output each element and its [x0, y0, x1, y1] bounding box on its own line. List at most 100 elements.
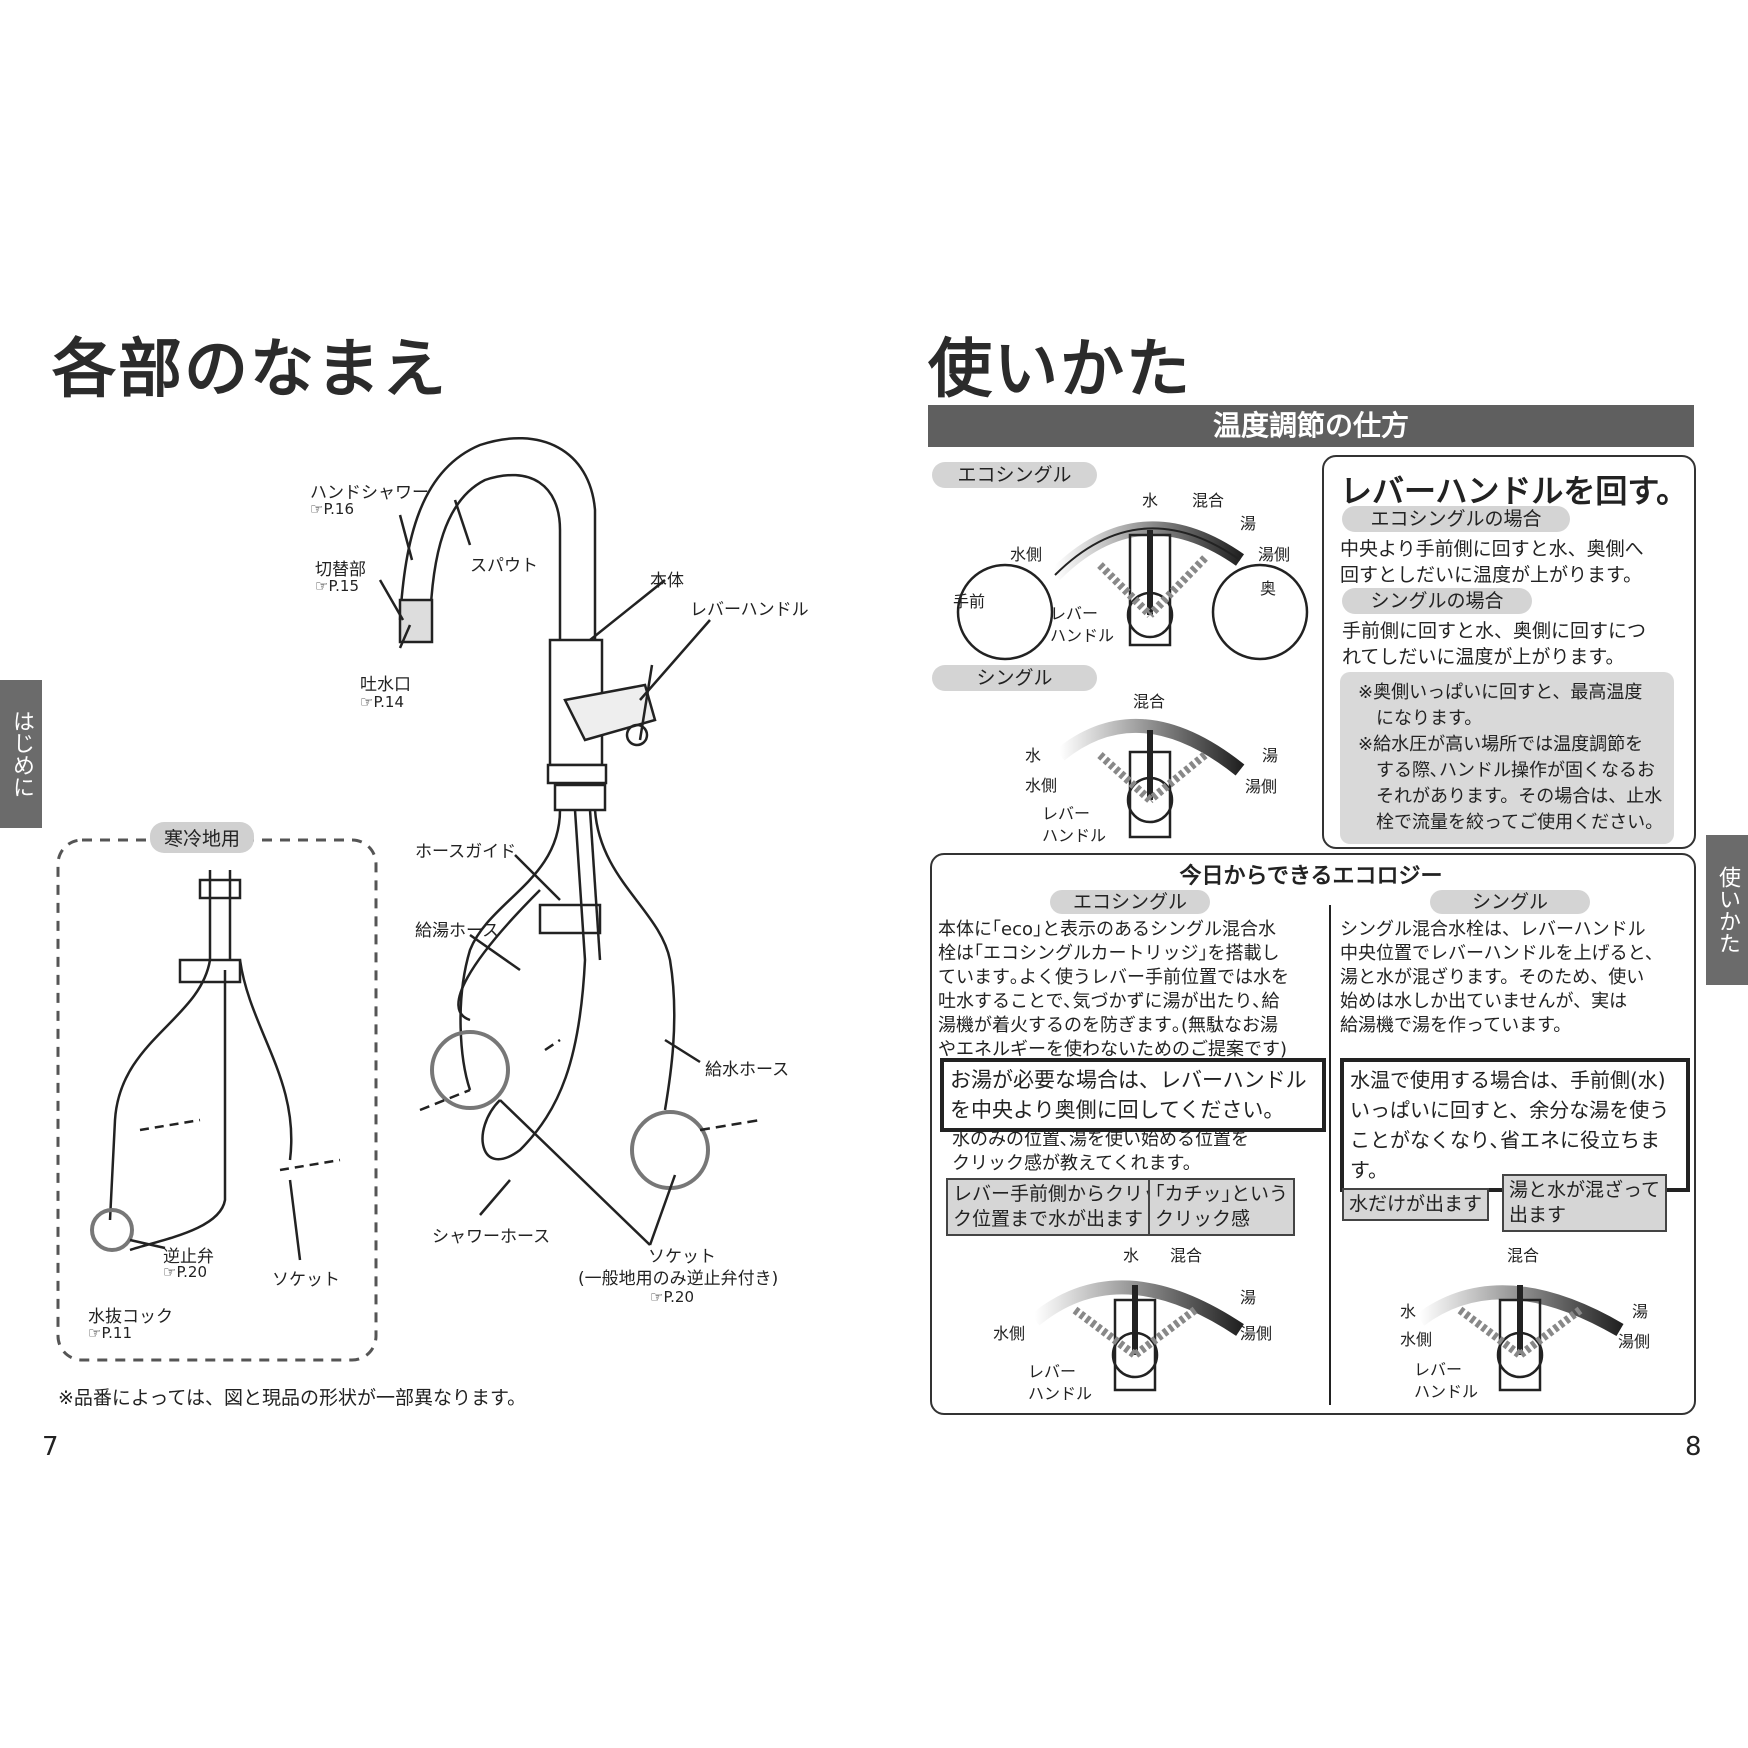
ref-drain-cock[interactable]: ☞P.11 — [88, 1324, 133, 1342]
pill-single-case: シングルの場合 — [1342, 588, 1532, 614]
single-bold-1: 水温で使用する場合は、手前側(水) — [1350, 1068, 1666, 1092]
label-socket: ソケット — [648, 1247, 716, 1267]
d3-lever: レバー — [1028, 1362, 1077, 1381]
lever-notes: ※奥側いっぱいに回すと、最高温度 になります。 ※給水圧が高い場所では温度調節を… — [1340, 672, 1674, 844]
eco-click-1: 水のみの位置､湯を使い始める位置を — [952, 1129, 1249, 1150]
d4-mix: 混合 — [1507, 1246, 1540, 1265]
eco-case-line-2: 回すとしだいに温度が上がります。 — [1340, 564, 1643, 586]
single-text-1: シングル混合水栓は、レバーハンドル — [1340, 919, 1646, 940]
d3-handle: ハンドル — [1028, 1384, 1093, 1403]
eco-d-handle: ハンドル — [1050, 626, 1115, 645]
section-bar-temperature: 温度調節の仕方 — [928, 405, 1694, 447]
note-line-2: になります。 — [1358, 708, 1483, 729]
single-case-line-2: れてしだいに温度が上がります。 — [1342, 646, 1625, 668]
eco-click-2: クリック感が教えてくれます。 — [952, 1153, 1201, 1174]
ecology-pill-single: シングル — [1430, 890, 1590, 914]
callout2-line-1: ｢カチッ｣という — [1155, 1183, 1289, 1205]
callout-water-only: 水だけが出ます — [1342, 1188, 1490, 1221]
callout2-line-2: クリック感 — [1155, 1208, 1251, 1230]
eco-d-front: 手前 — [953, 592, 986, 611]
eco-case-line-1: 中央より手前側に回すと水、奥側へ — [1340, 538, 1644, 560]
label-socket-cold: ソケット — [272, 1270, 340, 1290]
label-switch: 切替部 — [315, 560, 366, 580]
label-drain-cock: 水抜コック — [88, 1307, 173, 1327]
note-line-1: ※奥側いっぱいに回すと、最高温度 — [1358, 682, 1643, 703]
ecology-box — [930, 853, 1696, 1415]
eco-d-lever: レバー — [1050, 604, 1099, 623]
eco-text-6: やエネルギーを使わないためのご提案です) — [938, 1039, 1288, 1060]
callout-mixed: 湯と水が混ざって 出ます — [1502, 1174, 1668, 1232]
callout4-line-2: 出ます — [1509, 1204, 1567, 1226]
single-d-mix: 混合 — [1133, 692, 1166, 711]
eco-d-water: 水 — [1142, 491, 1159, 510]
note-line-3: ※給水圧が高い場所では温度調節を — [1358, 734, 1644, 755]
eco-bold-2: を中央より奥側に回してください。 — [950, 1098, 1285, 1122]
ref-hand-shower[interactable]: ☞P.16 — [310, 500, 355, 518]
lever-heading: レバーハンドルを回す。 — [1340, 472, 1689, 510]
side-tab-intro[interactable]: はじめに — [0, 680, 42, 828]
single-bold-2: いっぱいに回すと、余分な湯を使う — [1350, 1098, 1670, 1122]
note-line-4: する際､ハンドル操作が固くなるお — [1358, 760, 1655, 781]
ecology-single-text: シングル混合水栓は、レバーハンドル 中央位置でレバーハンドルを上げると、 湯と水… — [1340, 918, 1663, 1038]
lever-instructions-box — [1322, 455, 1696, 849]
ref-switch[interactable]: ☞P.15 — [315, 577, 360, 595]
eco-important-box: お湯が必要な場合は、レバーハンドル を中央より奥側に回してください。 — [940, 1058, 1326, 1132]
d4-hot-side: 湯側 — [1618, 1332, 1651, 1351]
eco-d-hot-side: 湯側 — [1258, 545, 1291, 564]
ref-outlet[interactable]: ☞P.14 — [360, 693, 405, 711]
label-outlet: 吐水口 — [360, 675, 411, 695]
single-text-5: 給湯機で湯を作っています。 — [1340, 1015, 1572, 1036]
ecology-eco-text: 本体に｢eco｣と表示のあるシングル混合水 栓は｢エコシングルカートリッジ｣を搭… — [938, 918, 1289, 1062]
ref-socket[interactable]: ☞P.20 — [650, 1288, 695, 1306]
cold-region-pill: 寒冷地用 — [150, 822, 255, 853]
label-socket-note: (一般地用のみ逆止弁付き) — [578, 1269, 779, 1289]
d3-water-side: 水側 — [993, 1324, 1026, 1343]
callout4-line-1: 湯と水が混ざって — [1509, 1179, 1661, 1201]
d4-lever: レバー — [1414, 1360, 1463, 1379]
label-spout: スパウト — [470, 556, 538, 576]
d4-hot: 湯 — [1632, 1302, 1649, 1321]
pill-eco-case: エコシングルの場合 — [1342, 506, 1570, 532]
pill-eco-single: エコシングル — [932, 462, 1097, 488]
label-hose-guide: ホースガイド — [415, 842, 517, 862]
ref-check-valve[interactable]: ☞P.20 — [163, 1263, 208, 1281]
d3-hot: 湯 — [1240, 1288, 1257, 1307]
footnote-left: ※品番によっては、図と現品の形状が一部異なります。 — [58, 1387, 527, 1409]
eco-text-4: 吐水することで､気づかずに湯が出たり､給 — [938, 991, 1280, 1012]
label-shower-hose: シャワーホース — [432, 1227, 551, 1247]
eco-text-5: 湯機が着火するのを防ぎます｡(無駄なお湯 — [938, 1015, 1279, 1036]
note-line-5: それがあります。その場合は、止水 — [1358, 786, 1663, 807]
single-d-hot-side: 湯側 — [1245, 777, 1278, 796]
ecology-pill-eco: エコシングル — [1050, 890, 1210, 914]
d4-water: 水 — [1400, 1302, 1417, 1321]
single-text-2: 中央位置でレバーハンドルを上げると、 — [1340, 943, 1663, 964]
d3-mix: 混合 — [1170, 1246, 1203, 1265]
label-hot-hose: 給湯ホース — [415, 921, 500, 941]
eco-text-2: 栓は｢エコシングルカートリッジ｣を搭載し — [938, 943, 1280, 964]
page-title-left: 各部のなまえ — [52, 333, 448, 407]
eco-d-back: 奥 — [1260, 579, 1277, 598]
eco-d-water-side: 水側 — [1010, 545, 1043, 564]
single-bold-3: ことがなくなり､省エネに役立ちます。 — [1350, 1128, 1660, 1182]
single-case-line-1: 手前側に回すと水、奥側に回すにつ — [1342, 620, 1647, 642]
callout-water-to-click: レバー手前側からクリッ ク位置まで水が出ます — [946, 1178, 1170, 1236]
single-d-handle: ハンドル — [1042, 826, 1107, 845]
eco-bold-1: お湯が必要な場合は、レバーハンドル — [950, 1068, 1307, 1092]
side-tab-usage[interactable]: 使いかた — [1706, 835, 1748, 985]
d3-water: 水 — [1123, 1246, 1140, 1265]
d4-handle: ハンドル — [1414, 1382, 1479, 1401]
page-number-left: 7 — [42, 1432, 59, 1462]
page-title-right: 使いかた — [928, 333, 1192, 407]
eco-d-mix: 混合 — [1192, 491, 1225, 510]
label-body: 本体 — [650, 571, 684, 591]
single-d-lever: レバー — [1042, 804, 1091, 823]
label-check-valve: 逆止弁 — [163, 1247, 214, 1267]
single-d-water-side: 水側 — [1025, 776, 1058, 795]
single-text-3: 湯と水が混ざります。そのため、使い — [1340, 967, 1645, 988]
callout1-line-1: レバー手前側からクリッ — [953, 1183, 1163, 1205]
eco-text-1: 本体に｢eco｣と表示のあるシングル混合水 — [938, 919, 1276, 940]
pill-single: シングル — [932, 665, 1097, 691]
callout3-line-1: 水だけが出ます — [1349, 1193, 1483, 1215]
ecology-heading: 今日からできるエコロジー — [1179, 864, 1443, 889]
